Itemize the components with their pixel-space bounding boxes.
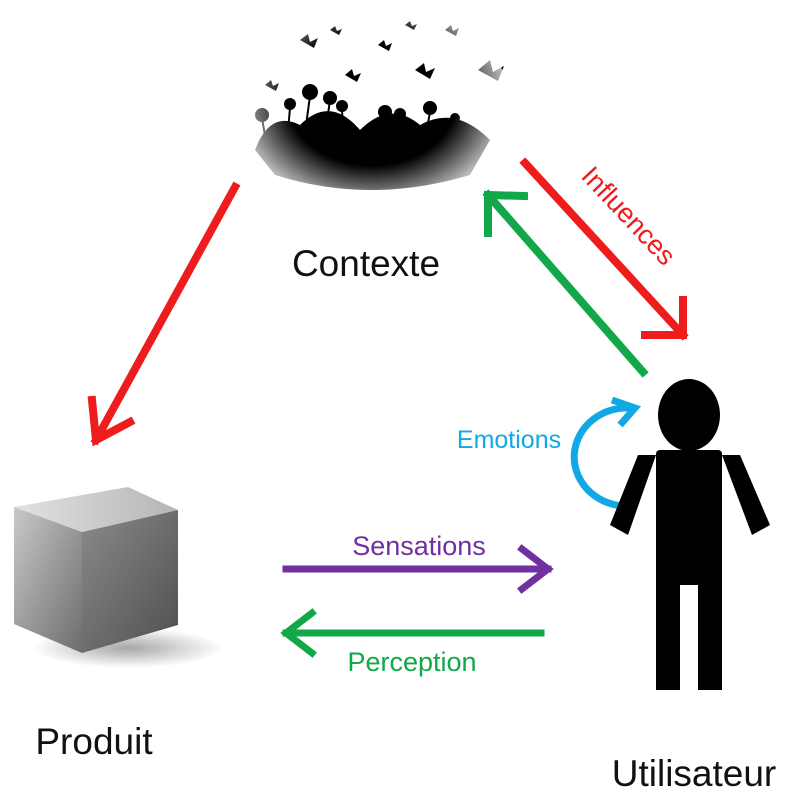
influences-arrow (519, 157, 689, 341)
perception-label: Perception (347, 647, 476, 677)
sensations-label: Sensations (352, 531, 486, 561)
user-label: Utilisateur (612, 753, 777, 791)
influences-label: Influences (576, 161, 682, 271)
emotions-cycle-arrow (570, 396, 642, 510)
context-to-product-arrow (87, 181, 241, 447)
sensations-arrow (282, 544, 554, 594)
emotions-label: Emotions (457, 426, 561, 454)
user-to-context-arrow (482, 189, 649, 378)
meadow-butterflies-icon (232, 0, 512, 220)
context-label: Contexte (292, 243, 440, 284)
grey-cube-icon (14, 487, 223, 668)
product-label: Produit (35, 721, 153, 762)
person-silhouette-icon (610, 379, 770, 690)
perception-arrow (280, 608, 545, 658)
